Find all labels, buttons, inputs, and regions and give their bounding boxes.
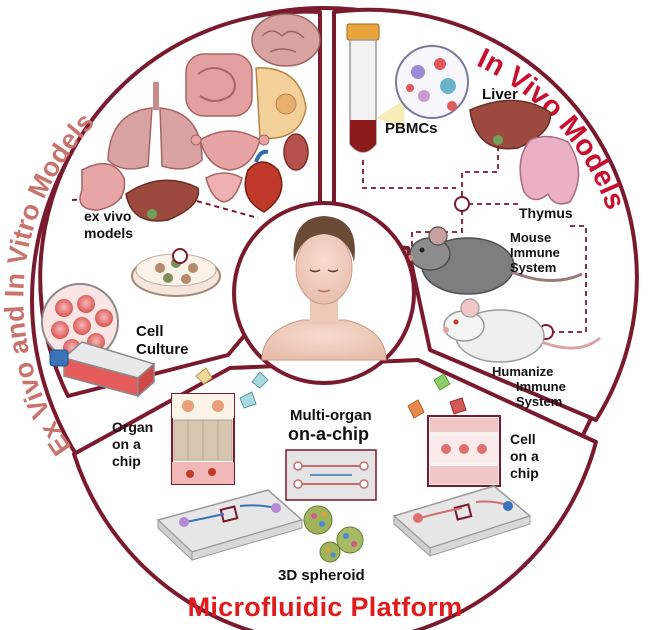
humanize-immune-label: Humanize Immune System bbox=[492, 364, 569, 409]
organ-chip-zoom-icon bbox=[171, 393, 235, 485]
mouse-icon bbox=[407, 226, 583, 295]
multi-organ-chip-icon bbox=[285, 449, 377, 501]
culture-flask-icon bbox=[49, 341, 156, 398]
brain-icon bbox=[251, 13, 321, 67]
kidney-icon bbox=[283, 133, 309, 171]
stomach-icon bbox=[79, 162, 126, 211]
reproductive-organ-icon bbox=[205, 172, 243, 203]
multi-organ-label: Multi-organ on-a-chip bbox=[288, 407, 376, 444]
microfluidic-title: Microfluidic Platform bbox=[187, 592, 463, 622]
spheroid-icon bbox=[303, 505, 364, 563]
intestine-icon bbox=[185, 53, 253, 117]
liver-organ-icon bbox=[469, 99, 552, 150]
breast-icon bbox=[255, 67, 307, 140]
liver-label: Liver bbox=[482, 86, 518, 103]
blood-tube-icon bbox=[346, 23, 380, 153]
ex-vivo-label: ex vivo models bbox=[84, 208, 135, 241]
thymus-icon bbox=[519, 135, 580, 205]
mouse-immune-label: Mouse Immune System bbox=[510, 230, 563, 275]
pbmcs-label: PBMCs bbox=[385, 120, 438, 137]
cell-on-chip-label: Cell on a chip bbox=[510, 431, 543, 481]
lungs-icon bbox=[107, 82, 203, 170]
organ-on-chip-label: Organ on a chip bbox=[112, 419, 157, 469]
cells-decoration-right bbox=[407, 373, 467, 419]
ex-vivo-connector bbox=[172, 248, 188, 264]
cell-chip-zoom-icon bbox=[427, 415, 501, 487]
petri-dish-icon bbox=[131, 253, 221, 297]
organ-chip-device-icon bbox=[156, 489, 304, 562]
thymus-label: Thymus bbox=[519, 205, 573, 221]
cell-chip-device-icon bbox=[392, 485, 532, 558]
panel-in-vivo bbox=[332, 7, 639, 422]
in-vivo-junction bbox=[454, 196, 470, 212]
liver-icon bbox=[125, 179, 200, 222]
uterus-icon bbox=[190, 130, 270, 171]
humanized-mouse-icon bbox=[443, 298, 601, 363]
cells-decoration-left bbox=[195, 367, 269, 409]
pbmc-zoom-icon bbox=[376, 45, 469, 128]
cell-culture-label: Cell Culture bbox=[136, 323, 189, 358]
spheroid-label: 3D spheroid bbox=[278, 567, 365, 584]
heart-icon bbox=[244, 149, 283, 213]
human-face-icon bbox=[261, 216, 387, 361]
